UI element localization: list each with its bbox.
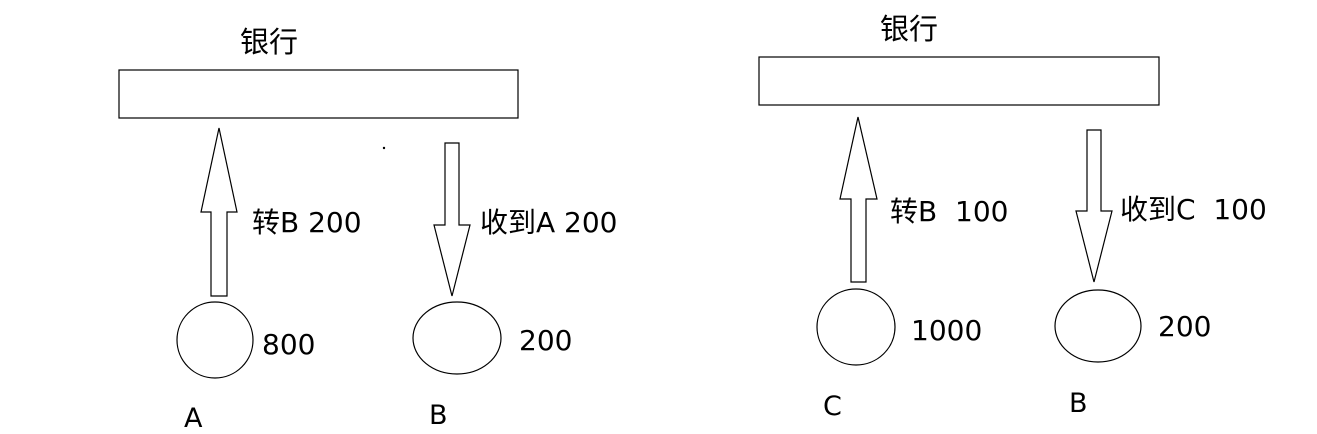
panel-2 (758, 56, 1160, 366)
node-b-name: B (1069, 388, 1088, 419)
node-b-amount: 200 (1158, 310, 1212, 343)
bank-box (758, 56, 1160, 106)
bank-label: 银行 (880, 12, 939, 46)
down-arrow (1075, 129, 1113, 283)
bank-box (118, 69, 519, 119)
node-b-circle (1054, 289, 1142, 363)
node-c-amount: 1000 (911, 314, 983, 347)
node-b-name: B (429, 400, 448, 431)
panel-1 (118, 69, 519, 379)
node-a-name: A (184, 403, 203, 434)
node-b-circle (412, 301, 502, 375)
node-c-name: C (823, 391, 842, 422)
node-b-amount: 200 (519, 324, 573, 357)
node-a-circle (176, 301, 254, 379)
stray-dot (382, 146, 386, 150)
down-arrow-label: 收到A 200 (480, 206, 618, 239)
up-arrow-label: 转B 100 (890, 195, 1009, 228)
node-c-circle (816, 288, 896, 366)
up-arrow (839, 116, 878, 283)
up-arrow-label: 转B 200 (252, 206, 362, 239)
up-arrow (200, 127, 238, 297)
down-arrow-label: 收到C 100 (1120, 193, 1267, 226)
bank-label: 银行 (240, 25, 299, 59)
down-arrow (433, 142, 471, 297)
node-a-amount: 800 (262, 328, 316, 361)
